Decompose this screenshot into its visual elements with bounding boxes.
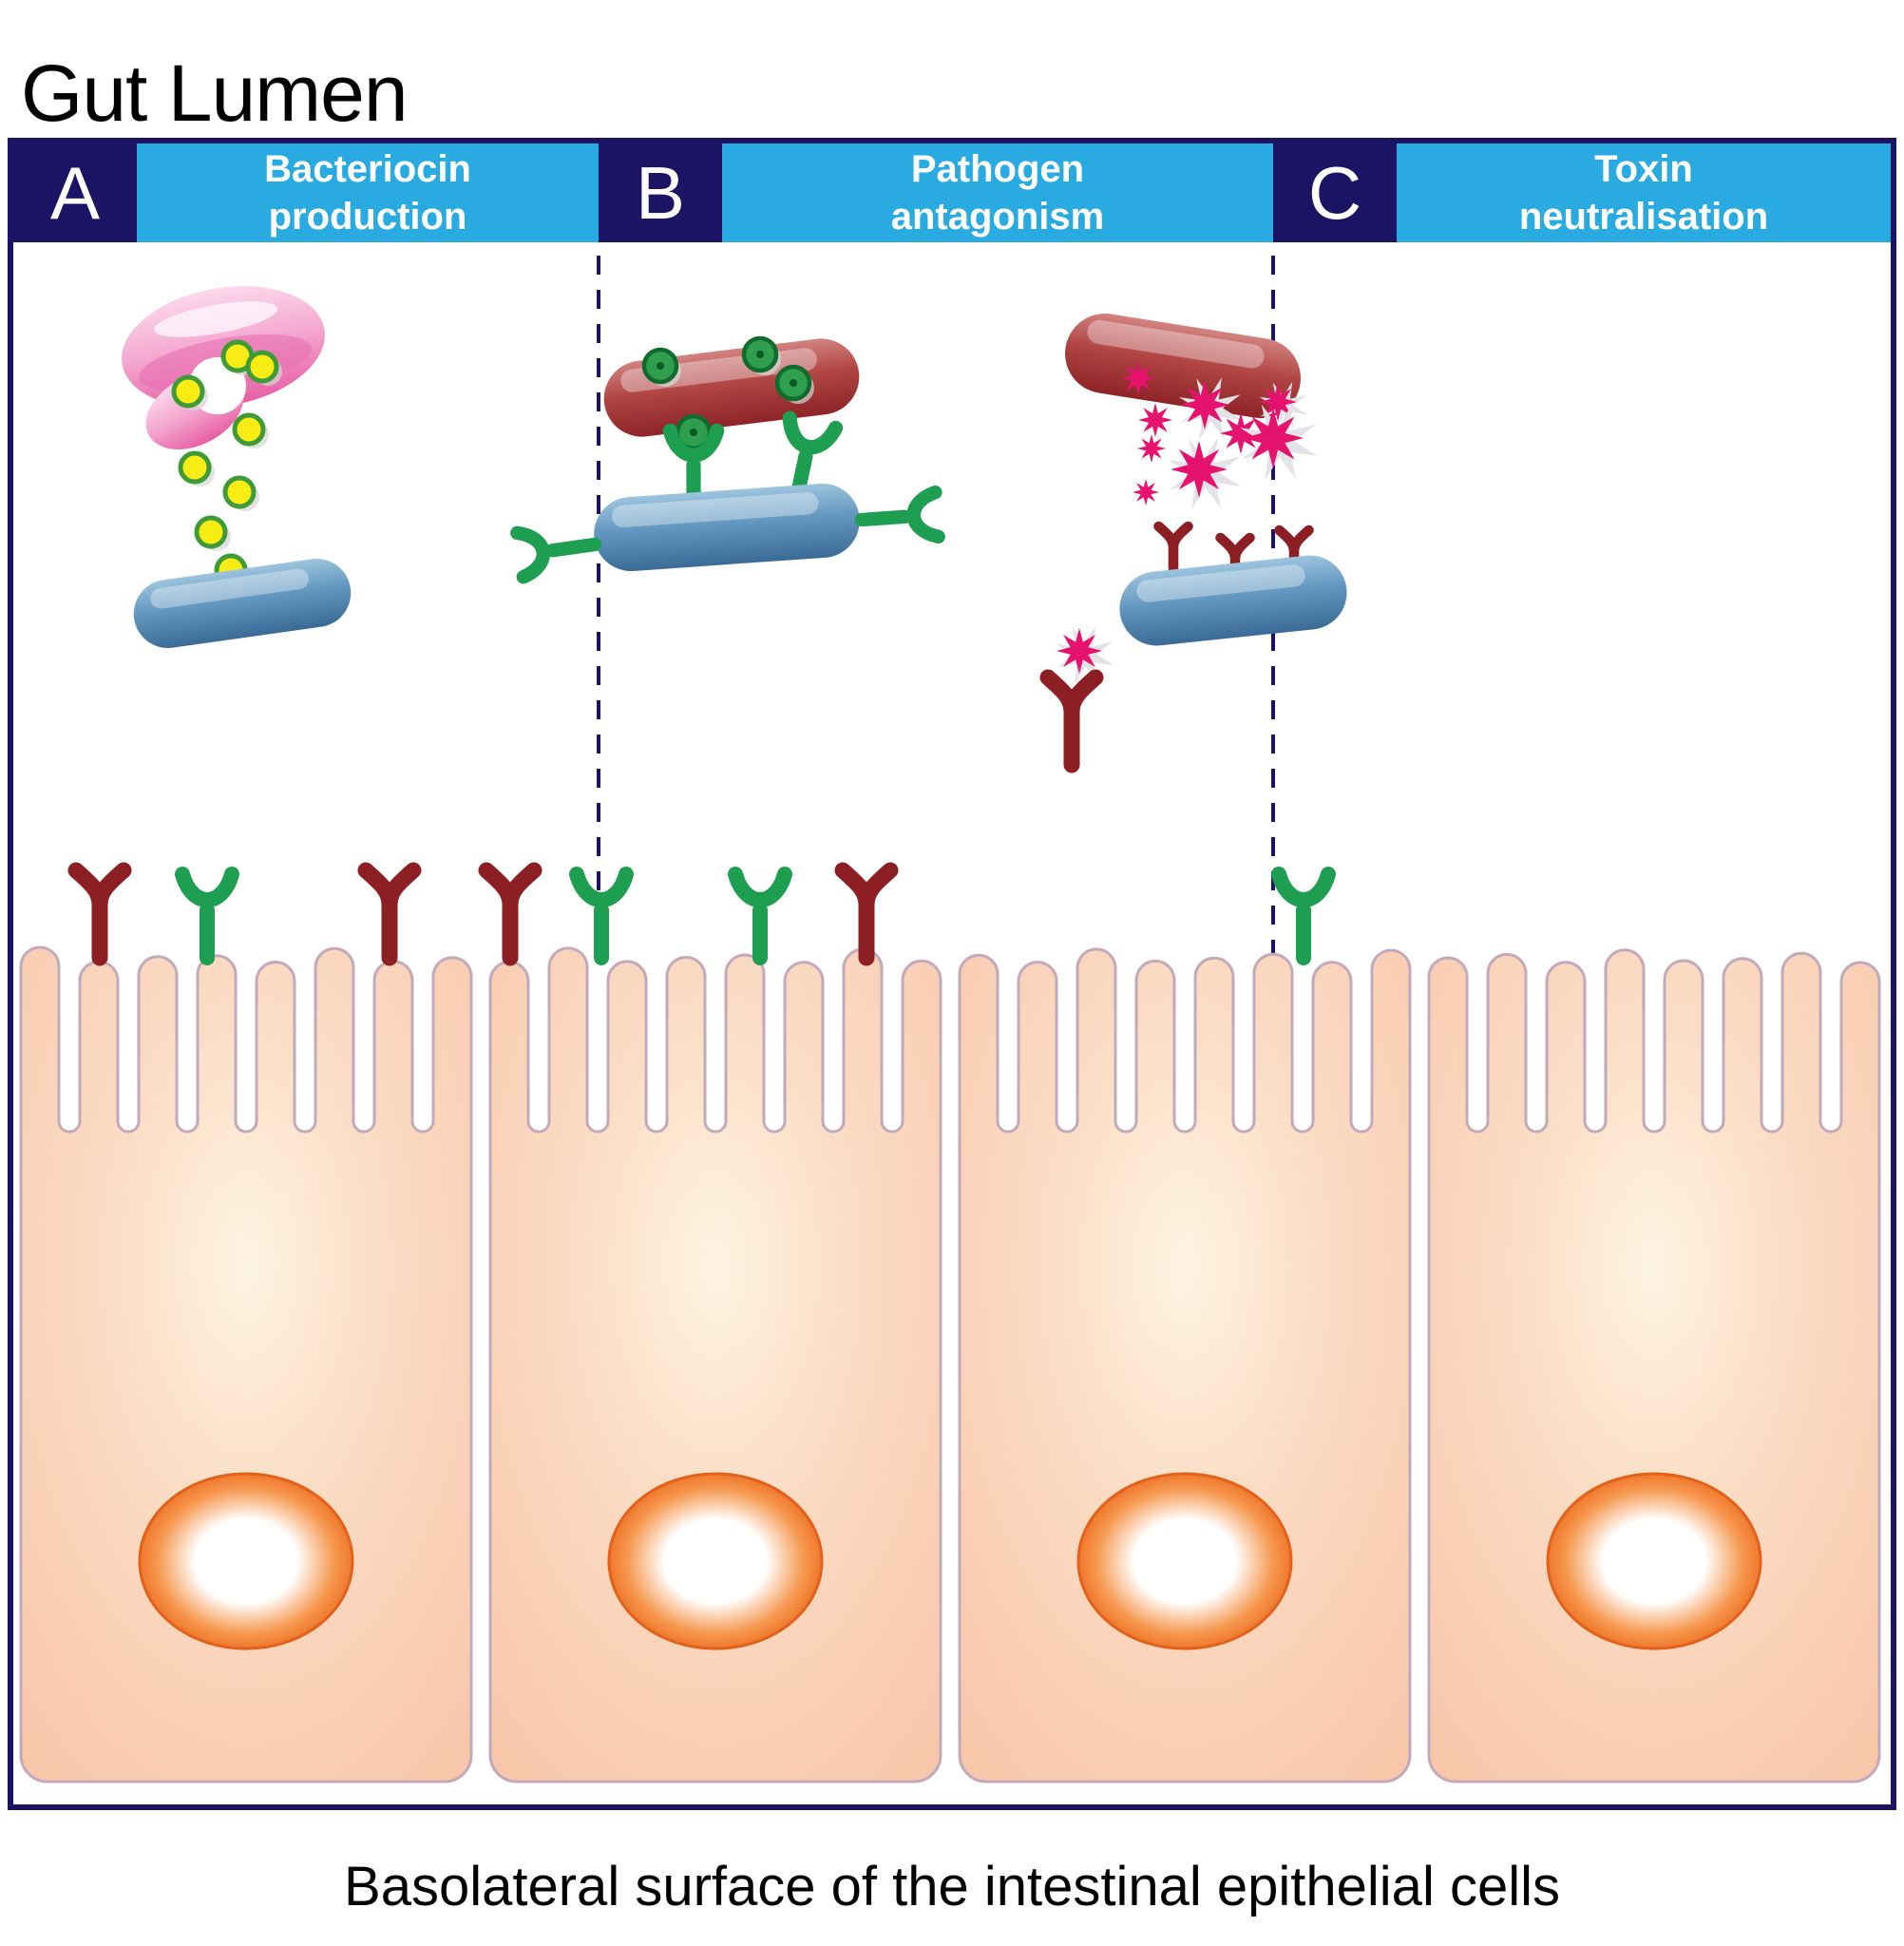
panel-c-art	[1039, 314, 1347, 773]
epithelial-receptor-dark-red	[67, 862, 132, 966]
panel-c-title-text: Toxin neutralisation	[1518, 148, 1769, 238]
nucleus	[1546, 1472, 1762, 1650]
toxin-star	[1137, 434, 1166, 463]
nucleus	[1076, 1472, 1293, 1650]
epithelial-receptor-green	[728, 867, 792, 965]
pathogen-ligand-molecule	[741, 335, 781, 375]
epithelial-receptor-green	[569, 867, 634, 965]
panel-c-letter: C	[1273, 143, 1397, 242]
epithelial-receptor-dark-red	[478, 862, 543, 966]
epithelial-receptor-dark-red	[834, 862, 899, 966]
epithelial-cell	[1427, 948, 1881, 1784]
toxin-star	[1121, 361, 1155, 395]
panel-header-row: A Bacteriocin production B Pathogen anta…	[13, 143, 1891, 242]
commensal-side-receptor	[510, 525, 602, 584]
pathogen-ligand-molecule	[641, 347, 681, 387]
panel-c-title: Toxin neutralisation	[1397, 143, 1891, 242]
epithelial-cell	[19, 945, 473, 1784]
toxin-star	[1259, 381, 1308, 430]
epithelial-receptor-green	[1271, 867, 1336, 965]
panel-b-title: Pathogen antagonism	[722, 143, 1273, 242]
figure-caption: Basolateral surface of the intestinal ep…	[344, 1856, 1560, 1917]
bacteriocin-particle	[178, 450, 215, 486]
epithelial-cell	[958, 947, 1412, 1784]
panel-b-title-text: Pathogen antagonism	[890, 148, 1105, 238]
panel-a-art	[122, 286, 352, 648]
epithelial-cell-layer	[19, 945, 1881, 1784]
pathogen-bacterium	[603, 338, 860, 437]
commensal-side-receptor	[854, 485, 945, 544]
epithelial-cell	[488, 946, 942, 1784]
panel-b-art	[510, 335, 945, 584]
commensal-bacterium	[1119, 555, 1347, 646]
bacteriocin-particle	[171, 374, 208, 410]
panel-b-letter: B	[599, 143, 722, 242]
toxin-star	[1169, 437, 1241, 509]
bacteriocin-particle	[194, 515, 231, 551]
toxin-bound-receptor	[1039, 669, 1104, 773]
toxin-star	[1179, 377, 1242, 440]
panel-a-title: Bacteriocin production	[137, 143, 599, 242]
toxin-star	[1220, 412, 1262, 454]
pathogen-ligand-molecule	[774, 364, 814, 404]
panel-a-letter: A	[13, 143, 137, 242]
toxin-star	[1240, 403, 1318, 481]
bacteriocin-particle	[222, 475, 259, 511]
commensal-bacterium	[133, 559, 352, 648]
gut-lumen-diagram: A Bacteriocin production B Pathogen anta…	[8, 138, 1896, 1810]
commensal-bacterium	[594, 483, 860, 572]
toxin-star	[1133, 479, 1159, 506]
nucleus	[607, 1472, 824, 1650]
bacteriocin-producer-bacterium	[122, 286, 325, 449]
epithelial-receptor-green	[175, 867, 239, 965]
bacteriocin-particle	[245, 350, 282, 386]
epithelial-receptor-dark-red	[357, 862, 422, 966]
panel-a-title-text: Bacteriocin production	[264, 148, 471, 238]
bacteriocin-particle	[232, 412, 269, 448]
diagram-canvas	[19, 256, 1881, 1784]
figure-title: Gut Lumen	[21, 48, 409, 139]
toxin-star	[1056, 625, 1114, 684]
toxin-star	[1138, 403, 1172, 437]
nucleus	[138, 1472, 354, 1650]
epithelial-receptor-row	[67, 862, 1336, 966]
pathogen-bacterium	[1065, 314, 1301, 418]
